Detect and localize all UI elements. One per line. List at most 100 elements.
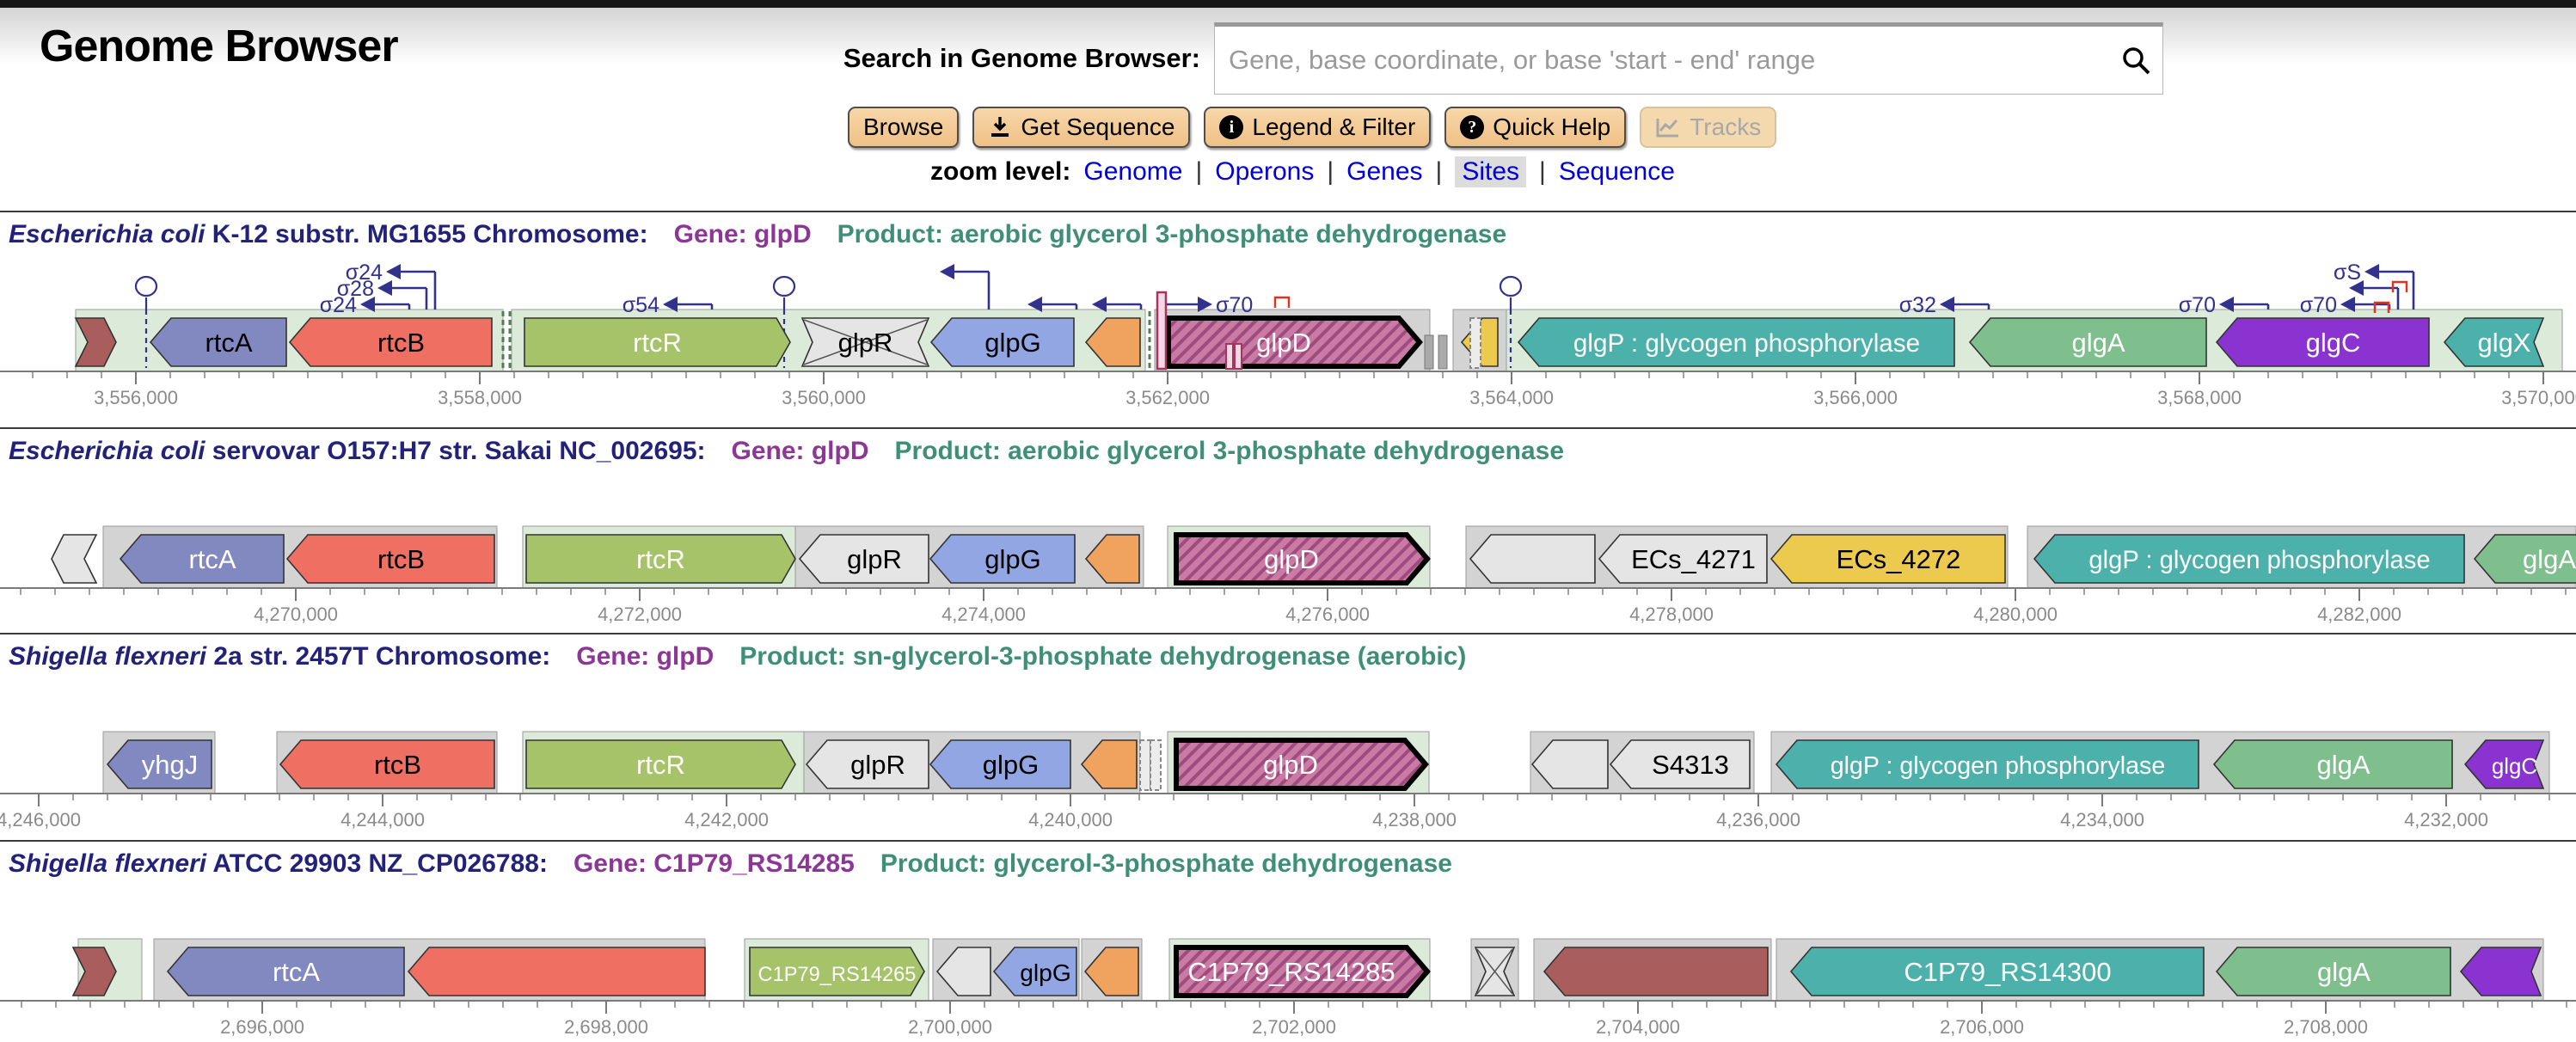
tracks-button-label: Tracks bbox=[1690, 113, 1762, 140]
gene-unlabeled[interactable] bbox=[1469, 534, 1596, 584]
browse-button[interactable]: Browse bbox=[848, 107, 960, 148]
zoom-link-sites[interactable]: Sites bbox=[1455, 156, 1527, 187]
site-mark bbox=[1424, 334, 1434, 370]
gene-rtcA[interactable]: rtcA bbox=[119, 534, 285, 584]
gene-rtcR[interactable]: rtcR bbox=[525, 739, 796, 789]
gene-unlabeled[interactable] bbox=[1530, 739, 1609, 789]
gene-glgP-glycogen-phosphorylase[interactable]: glgP : glycogen phosphorylase bbox=[2033, 534, 2465, 584]
gene-C1P79_RS14285[interactable]: C1P79_RS14285 bbox=[1174, 945, 1431, 998]
zoom-link-sequence[interactable]: Sequence bbox=[1558, 157, 1675, 186]
track-strain: servovar O157:H7 str. Sakai NC_002695: bbox=[205, 437, 706, 465]
gene-yhgJ[interactable]: yhgJ bbox=[106, 739, 212, 789]
search-input[interactable] bbox=[1215, 27, 2162, 94]
gene-glpD[interactable]: glpD bbox=[1166, 316, 1423, 369]
search-icon[interactable] bbox=[2119, 44, 2152, 77]
gene-glpR[interactable]: glpR bbox=[805, 739, 929, 789]
gene-rtcA[interactable]: rtcA bbox=[166, 947, 405, 996]
axis-tick-label: 4,244,000 bbox=[340, 809, 425, 831]
axis-tick-label: 4,246,000 bbox=[0, 809, 81, 831]
search-box bbox=[1214, 22, 2163, 95]
gene-label: rtcR bbox=[636, 750, 685, 780]
gene-glpG[interactable]: glpG bbox=[929, 317, 1075, 367]
gene-rtcB[interactable]: rtcB bbox=[285, 534, 495, 584]
gene-unlabeled[interactable] bbox=[1543, 947, 1769, 996]
promoter-sigma24[interactable]: σ24 bbox=[320, 293, 411, 317]
track-title: Escherichia coli servovar O157:H7 str. S… bbox=[0, 429, 2576, 476]
gene-unlabeled[interactable] bbox=[74, 317, 117, 367]
promoter-sigma24[interactable]: σ24 bbox=[346, 260, 437, 310]
svg-text:σ70: σ70 bbox=[2179, 293, 2216, 317]
svg-text:σ70: σ70 bbox=[2300, 293, 2337, 317]
gene-glgA[interactable]: glgA bbox=[1968, 317, 2207, 367]
get-sequence-button[interactable]: Get Sequence bbox=[972, 107, 1191, 148]
terminator-icon[interactable] bbox=[134, 275, 158, 368]
promoter-sigma32[interactable]: σ32 bbox=[1899, 293, 1990, 317]
gene-glpG[interactable]: glpG bbox=[929, 534, 1076, 584]
gene-unlabeled[interactable] bbox=[1083, 947, 1139, 996]
promoter-sigma54[interactable]: σ54 bbox=[623, 293, 714, 317]
gene-glgA[interactable]: glgA bbox=[2215, 947, 2451, 996]
gene-glgA[interactable]: glgA bbox=[2473, 534, 2576, 584]
promoter-sigma28[interactable]: σ28 bbox=[337, 277, 428, 310]
gene-label: yhgJ bbox=[142, 750, 198, 780]
zoom-link-genes[interactable]: Genes bbox=[1346, 157, 1423, 186]
track-product-label: Product: aerobic glycerol 3-phosphate de… bbox=[894, 437, 1565, 465]
gene-label: glpG bbox=[984, 328, 1040, 358]
gene-glpR[interactable]: glpR bbox=[798, 534, 929, 584]
gene-C1P79_RS14265[interactable]: C1P79_RS14265 bbox=[749, 947, 925, 996]
gene-glgC[interactable]: glgC bbox=[2463, 739, 2545, 789]
gene-rtcR[interactable]: rtcR bbox=[524, 317, 791, 367]
gene-unlabeled[interactable] bbox=[71, 947, 117, 996]
legend-filter-button[interactable]: i Legend & Filter bbox=[1204, 107, 1432, 148]
site-mark bbox=[1150, 739, 1162, 791]
gene-glpD[interactable]: glpD bbox=[1174, 532, 1431, 585]
gene-C1P79_RS14300[interactable]: C1P79_RS14300 bbox=[1789, 947, 2205, 996]
gene-label: C1P79_RS14285 bbox=[1187, 957, 1395, 987]
gene-rtcR[interactable]: rtcR bbox=[525, 534, 796, 584]
terminator-icon[interactable] bbox=[1499, 275, 1523, 368]
gene-rtcA[interactable]: rtcA bbox=[149, 317, 287, 367]
gene-ECs_4271[interactable]: ECs_4271 bbox=[1598, 534, 1768, 584]
gene-glpG[interactable]: glpG bbox=[992, 947, 1077, 996]
gene-label: glpG bbox=[984, 544, 1040, 574]
gene-unlabeled[interactable] bbox=[935, 947, 991, 996]
promoter-sigma70[interactable]: σ70 bbox=[1162, 293, 1253, 317]
gene-label: ECs_4272 bbox=[1837, 544, 1961, 574]
gene-label: rtcB bbox=[377, 544, 425, 574]
gene-rtcB[interactable]: rtcB bbox=[288, 317, 493, 367]
gene-glpR[interactable]: glpR bbox=[800, 317, 930, 367]
gene-glgC[interactable]: glgC bbox=[2215, 317, 2430, 367]
promoter[interactable] bbox=[1027, 297, 1078, 312]
quick-help-button[interactable]: ? Quick Help bbox=[1444, 107, 1627, 148]
gene-unlabeled[interactable] bbox=[1080, 739, 1138, 789]
axis-tick-label: 4,280,000 bbox=[1973, 604, 2058, 625]
gene-unlabeled[interactable] bbox=[2459, 947, 2542, 996]
gene-ECs_4272[interactable]: ECs_4272 bbox=[1769, 534, 2006, 584]
gene-label: glgA bbox=[2071, 328, 2125, 358]
promoter-sigmaS[interactable]: σS bbox=[2334, 260, 2415, 310]
gene-glgP-glycogen-phosphorylase[interactable]: glgP : glycogen phosphorylase bbox=[1775, 739, 2199, 789]
axis-tick-label: 4,240,000 bbox=[1028, 809, 1113, 831]
gene-glpD[interactable]: glpD bbox=[1174, 738, 1429, 791]
gene-unlabeled[interactable] bbox=[51, 534, 98, 584]
gene-unlabeled[interactable] bbox=[407, 947, 706, 996]
axis-tick-label: 2,708,000 bbox=[2284, 1016, 2368, 1038]
promoter[interactable] bbox=[1092, 297, 1143, 312]
zoom-link-operons[interactable]: Operons bbox=[1215, 157, 1315, 186]
promoter[interactable] bbox=[940, 264, 991, 310]
axis-tick-label: 3,566,000 bbox=[1813, 387, 1898, 408]
gene-glgX[interactable]: glgX bbox=[2443, 317, 2545, 367]
gene-unlabeled[interactable] bbox=[1084, 317, 1141, 367]
promoter-sigma70[interactable]: σ70 bbox=[2300, 293, 2391, 317]
zoom-link-genome[interactable]: Genome bbox=[1083, 157, 1183, 186]
gene-glpG[interactable]: glpG bbox=[929, 739, 1071, 789]
gene-glgP-glycogen-phosphorylase[interactable]: glgP : glycogen phosphorylase bbox=[1517, 317, 1955, 367]
gene-glgA[interactable]: glgA bbox=[2212, 739, 2453, 789]
gene-unlabeled[interactable] bbox=[1474, 947, 1516, 996]
gene-unlabeled[interactable] bbox=[1084, 534, 1140, 584]
site-mark bbox=[2373, 301, 2390, 313]
promoter-sigma70[interactable]: σ70 bbox=[2179, 293, 2270, 317]
gene-rtcB[interactable]: rtcB bbox=[279, 739, 495, 789]
gene-S4313[interactable]: S4313 bbox=[1609, 739, 1751, 789]
